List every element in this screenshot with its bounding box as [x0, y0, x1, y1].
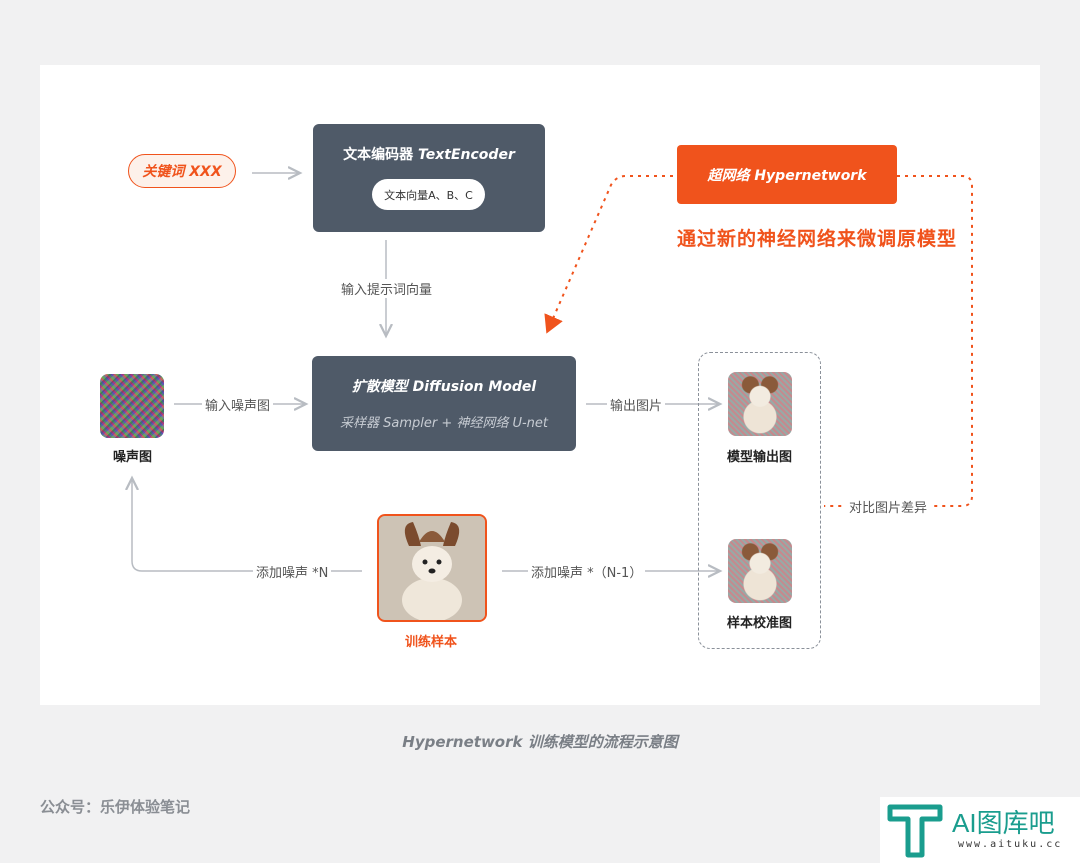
- caption-calibration: 样本校准图: [727, 616, 793, 631]
- calibration-image: [728, 539, 792, 603]
- keyword-pill: 关键词 XXX: [128, 154, 236, 188]
- text-encoder-title-cn: 文本编码器: [343, 147, 419, 163]
- label-output-image: 输出图片: [607, 395, 666, 414]
- model-output-image: [728, 372, 792, 436]
- label-add-noise-n-minus-1: 添加噪声 *（N-1）: [528, 562, 646, 581]
- label-add-noise-n: 添加噪声 *N: [253, 562, 332, 581]
- caption-noise: 噪声图: [113, 450, 153, 465]
- caption-training-sample: 训练样本: [405, 635, 458, 650]
- label-input-prompt: 输入提示词向量: [338, 279, 436, 298]
- diffusion-subtitle: 采样器 Sampler + 神经网络 U-net: [339, 416, 549, 431]
- hypernetwork-box: 超网络 Hypernetwork: [677, 145, 897, 204]
- watermark-url: www.aituku.cc: [958, 839, 1063, 850]
- diffusion-model-box: 扩散模型 Diffusion Model 采样器 Sampler + 神经网络 …: [312, 356, 576, 451]
- figure-caption: Hypernetwork 训练模型的流程示意图: [402, 733, 678, 751]
- label-input-noise: 输入噪声图: [202, 395, 274, 414]
- watermark: AI图库吧 www.aituku.cc: [880, 797, 1080, 863]
- text-vector-pill: 文本向量A、B、C: [372, 179, 485, 210]
- text-encoder-title-en: TextEncoder: [418, 147, 515, 163]
- dog-illustration: [379, 516, 485, 620]
- watermark-name: AI图库吧: [952, 808, 1055, 838]
- diffusion-title: 扩散模型 Diffusion Model: [351, 379, 537, 395]
- footer-account: 公众号：乐伊体验笔记: [40, 798, 191, 816]
- noise-image: [100, 374, 164, 438]
- training-sample-image: [377, 514, 487, 622]
- arrow-sample-to-noise: [132, 478, 362, 572]
- hypernetwork-slogan: 通过新的神经网络来微调原模型: [677, 228, 958, 250]
- aituku-logo-icon: [887, 804, 943, 858]
- dashed-hyper-to-diffusion: [544, 175, 673, 334]
- text-encoder-box: 文本编码器 TextEncoder 文本向量A、B、C: [313, 124, 545, 232]
- caption-model-output: 模型输出图: [727, 450, 793, 465]
- text-encoder-title: 文本编码器 TextEncoder: [313, 144, 545, 164]
- label-compare-diff: 对比图片差异: [846, 497, 931, 516]
- comparison-group: [698, 352, 821, 649]
